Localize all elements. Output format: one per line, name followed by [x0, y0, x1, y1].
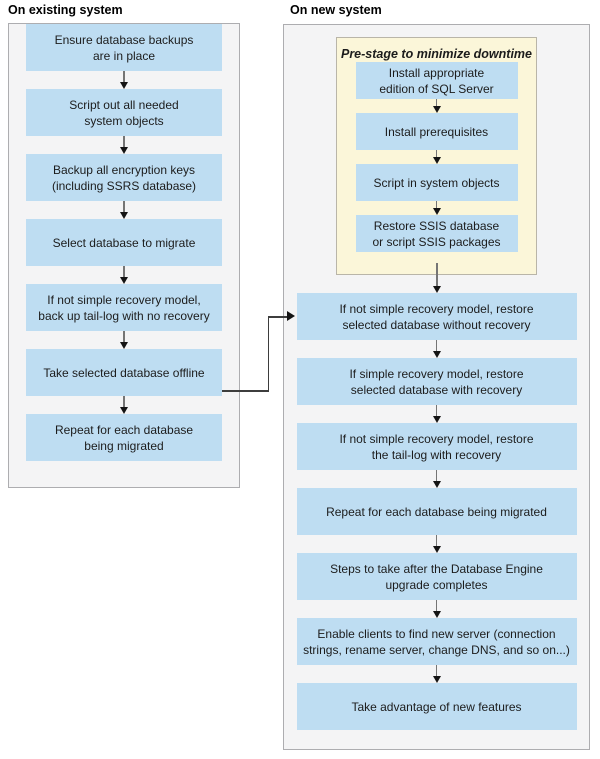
down-arrow-icon: [118, 71, 130, 89]
down-arrow-icon: [431, 665, 443, 683]
down-arrow-icon: [118, 266, 130, 284]
down-arrow-icon: [431, 535, 443, 553]
down-arrow-icon: [118, 331, 130, 349]
flow-step-restore-with-recovery: If simple recovery model, restore select…: [296, 358, 577, 405]
flow-step-restore-ssis: Restore SSIS database or script SSIS pac…: [355, 215, 518, 252]
connector-segment-vertical: [267, 316, 269, 392]
flow-step-post-upgrade: Steps to take after the Database Engine …: [296, 553, 577, 600]
flow-step-restore-without-recovery: If not simple recovery model, restore se…: [296, 293, 577, 340]
flow-step-script-in-objects: Script in system objects: [355, 164, 518, 201]
down-arrow-icon: [118, 136, 130, 154]
connector-segment-horizontal: [267, 316, 288, 318]
prestage-title: Pre-stage to minimize downtime: [340, 47, 532, 61]
existing-system-title: On existing system: [8, 3, 123, 17]
down-arrow-icon: [431, 150, 443, 164]
down-arrow-icon: [431, 470, 443, 488]
down-arrow-icon: [431, 201, 443, 215]
existing-system-panel: Ensure database backups are in place Scr…: [8, 23, 240, 488]
right-arrow-icon: [287, 311, 295, 322]
flow-step-install-prereqs: Install prerequisites: [355, 113, 518, 150]
down-arrow-icon: [431, 263, 443, 293]
down-arrow-icon: [431, 600, 443, 618]
flow-step-restore-taillog: If not simple recovery model, restore th…: [296, 423, 577, 470]
flow-step-repeat-new: Repeat for each database being migrated: [296, 488, 577, 535]
flow-step-backup-taillog: If not simple recovery model, back up ta…: [26, 284, 222, 331]
flow-step-install-sql: Install appropriate edition of SQL Serve…: [355, 62, 518, 99]
down-arrow-icon: [431, 405, 443, 423]
down-arrow-icon: [118, 201, 130, 219]
connector-segment-horizontal: [222, 390, 269, 392]
flow-step-select-database: Select database to migrate: [26, 219, 222, 266]
flow-step-new-features: Take advantage of new features: [296, 683, 577, 730]
down-arrow-icon: [118, 396, 130, 414]
prestage-group: Pre-stage to minimize downtime Install a…: [336, 37, 537, 275]
flow-step-repeat-existing: Repeat for each database being migrated: [26, 414, 222, 461]
flow-step-ensure-backups: Ensure database backups are in place: [26, 24, 222, 71]
flow-step-take-offline: Take selected database offline: [26, 349, 222, 396]
flow-step-enable-clients: Enable clients to find new server (conne…: [296, 618, 577, 665]
new-system-panel: Pre-stage to minimize downtime Install a…: [283, 24, 590, 750]
flow-step-backup-keys: Backup all encryption keys (including SS…: [26, 154, 222, 201]
new-system-title: On new system: [290, 3, 382, 17]
down-arrow-icon: [431, 340, 443, 358]
down-arrow-icon: [431, 99, 443, 113]
flow-step-script-objects: Script out all needed system objects: [26, 89, 222, 136]
